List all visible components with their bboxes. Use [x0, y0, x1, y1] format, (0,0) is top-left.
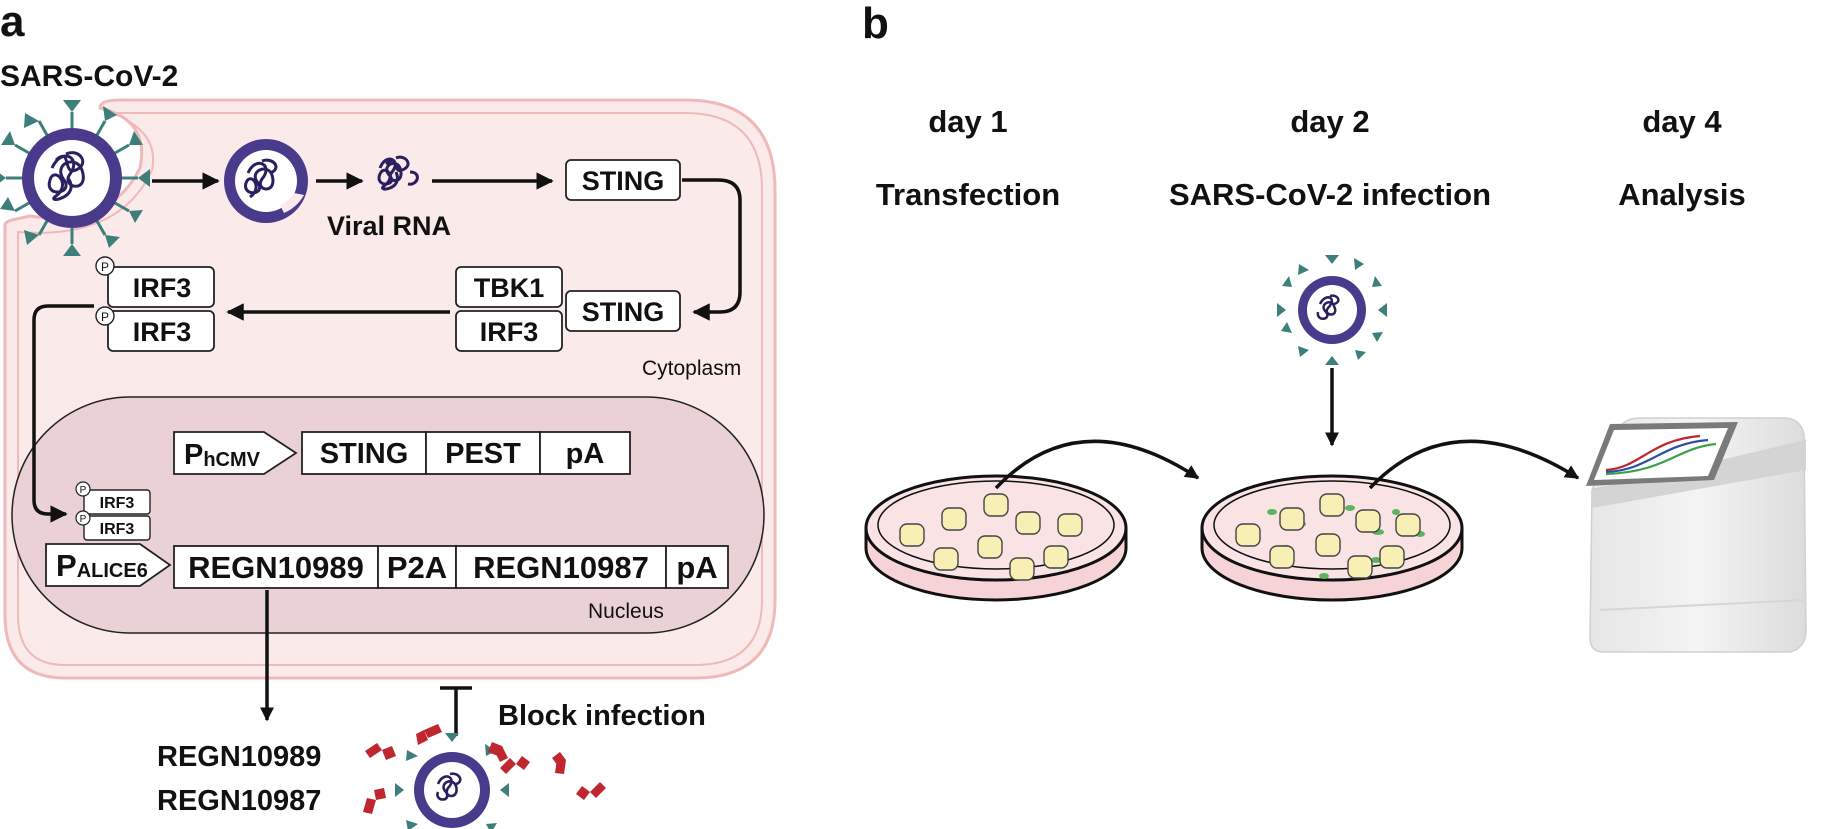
svg-text:STING: STING	[582, 297, 665, 327]
construct-regn10989-gene: REGN10989	[173, 545, 379, 589]
svg-text:P: P	[80, 485, 87, 496]
sting-top-box: STING	[565, 159, 681, 201]
step-2-label: SARS-CoV-2 infection	[1169, 177, 1491, 212]
inhibition-bar	[440, 686, 472, 736]
virus-entering-icon	[0, 100, 150, 256]
construct-p2a: P2A	[377, 545, 457, 589]
phospho-top-icon: P	[95, 256, 115, 276]
step-2-day: day 2	[1290, 104, 1369, 139]
petri-dish-day1-icon	[864, 474, 1128, 602]
phospho-small-bottom-icon: P	[75, 510, 91, 526]
svg-text:PALICE6: PALICE6	[56, 548, 148, 583]
sting-mid-box: STING	[565, 290, 681, 332]
svg-text:pA: pA	[676, 550, 717, 585]
step-1-day: day 1	[928, 104, 1007, 139]
irf3-dimer-bottom-box: IRF3	[107, 310, 215, 352]
infecting-virus-icon	[1277, 255, 1387, 365]
svg-text:PEST: PEST	[445, 438, 521, 470]
svg-text:P: P	[101, 310, 109, 324]
phospho-bottom-icon: P	[95, 306, 115, 326]
cytoplasm-label: Cytoplasm	[642, 357, 741, 380]
irf3-small-top-box: IRF3	[83, 489, 151, 515]
svg-text:IRF3: IRF3	[133, 317, 192, 347]
uncoating-virus-icon	[224, 139, 308, 223]
construct-pest-gene: PEST	[425, 431, 541, 475]
viral-rna-label: Viral RNA	[327, 211, 451, 241]
construct-pa-2: pA	[665, 545, 729, 589]
construct-pa-1: pA	[539, 431, 631, 475]
svg-text:IRF3: IRF3	[100, 521, 135, 538]
antibody-1-label: REGN10989	[157, 741, 321, 773]
petri-dish-day2-icon	[1200, 474, 1464, 602]
arrow-irf3-to-nucleus	[32, 304, 94, 523]
irf3-complex-box: IRF3	[455, 310, 563, 352]
viral-rna-icon	[377, 155, 419, 191]
step-1-label: Transfection	[876, 177, 1060, 212]
arrow-day2-to-day4	[1368, 439, 1580, 490]
irf3-dimer-top-box: IRF3	[107, 266, 215, 308]
arrow-day1-to-day2	[994, 439, 1200, 490]
svg-text:REGN10989: REGN10989	[188, 550, 364, 585]
svg-text:P2A: P2A	[387, 550, 447, 585]
promoter-hcmv: PhCMV	[173, 431, 298, 475]
qpcr-machine-icon	[1586, 417, 1807, 653]
svg-text:P: P	[80, 514, 87, 525]
svg-text:IRF3: IRF3	[480, 317, 539, 347]
irf3-small-bottom-box: IRF3	[83, 515, 151, 541]
sars-cov-2-label: SARS-CoV-2	[0, 60, 178, 93]
construct-regn10987-gene: REGN10987	[455, 545, 667, 589]
step-3-label: Analysis	[1618, 177, 1746, 212]
svg-text:TBK1: TBK1	[474, 273, 545, 303]
svg-text:REGN10987: REGN10987	[473, 550, 649, 585]
block-infection-label: Block infection	[498, 700, 706, 732]
promoter-alice6: PALICE6	[45, 543, 172, 587]
construct-sting-gene: STING	[301, 431, 427, 475]
step-3-day: day 4	[1642, 104, 1722, 139]
panel-a-letter: a	[0, 0, 25, 46]
neutralized-virus-icon	[395, 733, 509, 829]
svg-text:STING: STING	[582, 166, 665, 196]
svg-text:pA: pA	[566, 438, 605, 470]
svg-text:IRF3: IRF3	[133, 273, 192, 303]
svg-text:P: P	[101, 260, 109, 274]
svg-text:PhCMV: PhCMV	[184, 439, 261, 471]
antibody-fragments-icon	[363, 724, 606, 814]
svg-text:IRF3: IRF3	[100, 495, 135, 512]
panel-b-letter: b	[862, 0, 889, 48]
nucleus-label: Nucleus	[588, 600, 664, 623]
antibody-2-label: REGN10987	[157, 785, 321, 817]
arrow-sting-to-complex	[682, 178, 742, 321]
phospho-small-top-icon: P	[75, 481, 91, 497]
svg-text:STING: STING	[320, 438, 409, 470]
tbk1-box: TBK1	[455, 266, 563, 308]
